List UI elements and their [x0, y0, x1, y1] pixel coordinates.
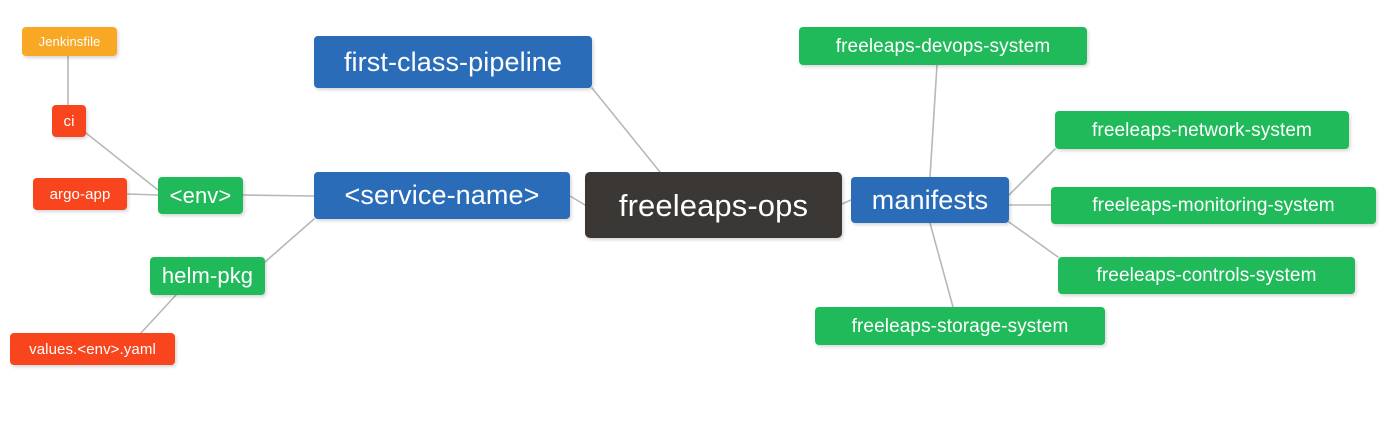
mindmap-node-argo-app[interactable]: argo-app	[33, 178, 127, 210]
mindmap-node-label: first-class-pipeline	[343, 46, 563, 77]
mindmap-node-values-env-yaml[interactable]: values.<env>.yaml	[10, 333, 175, 365]
edge-freeleaps-ops-to-service-name	[569, 195, 586, 206]
mindmap-node-ci[interactable]: ci	[52, 105, 86, 137]
mindmap-node-label: freeleaps-network-system	[1092, 119, 1312, 141]
edge-freeleaps-ops-to-first-class-pipeline	[591, 87, 661, 173]
edge-service-name-to-env	[242, 194, 315, 197]
mindmap-node-label: argo-app	[49, 185, 111, 203]
mindmap-node-label: freeleaps-devops-system	[835, 35, 1051, 57]
mindmap-node-freeleaps-ops[interactable]: freeleaps-ops	[585, 172, 842, 238]
mindmap-node-label: freeleaps-ops	[618, 187, 809, 223]
mindmap-node-service-name[interactable]: <service-name>	[314, 172, 570, 219]
mindmap-node-label: values.<env>.yaml	[29, 340, 156, 358]
mindmap-node-label: freeleaps-monitoring-system	[1092, 195, 1335, 216]
mindmap-node-freeleaps-storage-system[interactable]: freeleaps-storage-system	[815, 307, 1105, 345]
edge-manifests-to-freeleaps-controls-system	[1008, 221, 1059, 258]
mindmap-node-label: freeleaps-controls-system	[1096, 265, 1317, 286]
mindmap-node-env[interactable]: <env>	[158, 177, 243, 214]
edge-manifests-to-freeleaps-storage-system	[929, 222, 954, 308]
mindmap-node-freeleaps-controls-system[interactable]: freeleaps-controls-system	[1058, 257, 1355, 294]
edge-service-name-to-helm-pkg	[264, 218, 315, 263]
mindmap-node-freeleaps-network-system[interactable]: freeleaps-network-system	[1055, 111, 1349, 149]
edge-freeleaps-ops-to-manifests	[841, 199, 852, 205]
mindmap-node-freeleaps-devops-system[interactable]: freeleaps-devops-system	[799, 27, 1087, 65]
mindmap-node-label: <env>	[169, 182, 232, 208]
mindmap-node-helm-pkg[interactable]: helm-pkg	[150, 257, 265, 295]
mindmap-node-manifests[interactable]: manifests	[851, 177, 1009, 223]
edge-manifests-to-freeleaps-network-system	[1008, 148, 1056, 196]
edge-manifests-to-freeleaps-devops-system	[929, 64, 938, 178]
mindmap-node-jenkinsfile[interactable]: Jenkinsfile	[22, 27, 117, 56]
mindmap-node-label: <service-name>	[344, 180, 540, 210]
mindmap-node-freeleaps-monitoring-system[interactable]: freeleaps-monitoring-system	[1051, 187, 1376, 224]
mindmap-node-first-class-pipeline[interactable]: first-class-pipeline	[314, 36, 592, 88]
mindmap-node-label: Jenkinsfile	[38, 34, 101, 49]
mindmap-node-label: ci	[63, 112, 75, 130]
mindmap-node-label: helm-pkg	[161, 263, 254, 288]
edge-helm-pkg-to-values-env-yaml	[139, 294, 177, 335]
mindmap-node-label: freeleaps-storage-system	[851, 315, 1069, 337]
edge-env-to-argo-app	[126, 193, 159, 196]
mindmap-node-label: manifests	[871, 184, 989, 215]
